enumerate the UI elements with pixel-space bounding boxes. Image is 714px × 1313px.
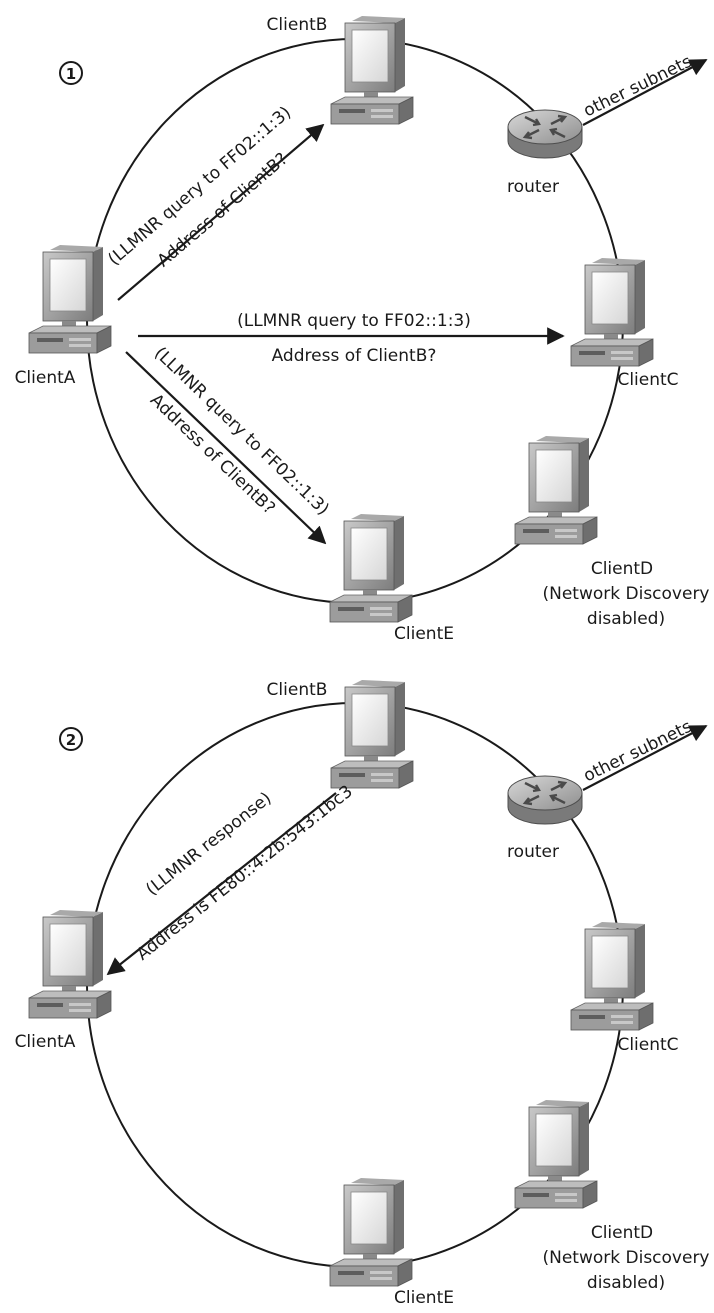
other-subnets-label: other subnets <box>580 717 695 787</box>
other-subnets-label: other subnets <box>580 52 695 122</box>
clientd-label: ClientD <box>591 559 653 579</box>
clientb-label: ClientB <box>267 680 328 700</box>
router-icon <box>506 108 584 160</box>
clienta-label: ClientA <box>15 1032 76 1052</box>
router-label: router <box>507 842 559 862</box>
clienta-computer-icon <box>28 909 112 1019</box>
query-arrow-to-clientb <box>117 123 325 301</box>
panel-1: 1 ClientB ClientA ClientC ClientD (Netwo… <box>15 15 710 644</box>
cliente-label: ClientE <box>394 1288 454 1308</box>
clientd-computer-icon <box>514 1099 598 1209</box>
clientc-label: ClientC <box>617 370 678 390</box>
router-icon <box>506 774 584 826</box>
query-c-line-2: Address of ClientB? <box>272 346 437 366</box>
clientb-label: ClientB <box>267 15 328 35</box>
clientd-computer-icon <box>514 435 598 545</box>
cliente-computer-icon <box>329 1177 413 1287</box>
clientd-note-line-2: disabled) <box>587 1273 665 1293</box>
clienta-label: ClientA <box>15 368 76 388</box>
query-c-line-1: (LLMNR query to FF02::1:3) <box>237 311 471 331</box>
step-2-number: 2 <box>66 731 76 749</box>
step-1-badge <box>59 61 83 85</box>
cliente-label: ClientE <box>394 624 454 644</box>
clientd-note-line-1: (Network Discovery <box>542 1248 709 1268</box>
step-1-number: 1 <box>66 65 76 83</box>
router-label: router <box>507 177 559 197</box>
clientd-note-line-2: disabled) <box>587 609 665 629</box>
response-arrow-to-clienta <box>106 792 337 976</box>
clientd-label: ClientD <box>591 1223 653 1243</box>
response-line-1: (LLMNR response) <box>142 788 275 899</box>
clientc-computer-icon <box>570 921 654 1031</box>
clientc-label: ClientC <box>617 1035 678 1055</box>
cliente-computer-icon <box>329 513 413 623</box>
query-b-line-1: (LLMNR query to FF02::1:3) <box>104 103 295 270</box>
clientb-computer-icon <box>330 679 414 789</box>
clienta-computer-icon <box>28 244 112 354</box>
step-2-badge <box>59 727 83 751</box>
clientb-computer-icon <box>330 15 414 125</box>
other-subnets-arrow <box>582 725 708 791</box>
clientc-computer-icon <box>570 257 654 367</box>
clientd-note-line-1: (Network Discovery <box>542 584 709 604</box>
query-arrow-to-cliente <box>125 351 327 545</box>
panel-2: 2 ClientB ClientA ClientC ClientD (Netwo… <box>15 679 710 1308</box>
other-subnets-arrow <box>582 59 708 126</box>
